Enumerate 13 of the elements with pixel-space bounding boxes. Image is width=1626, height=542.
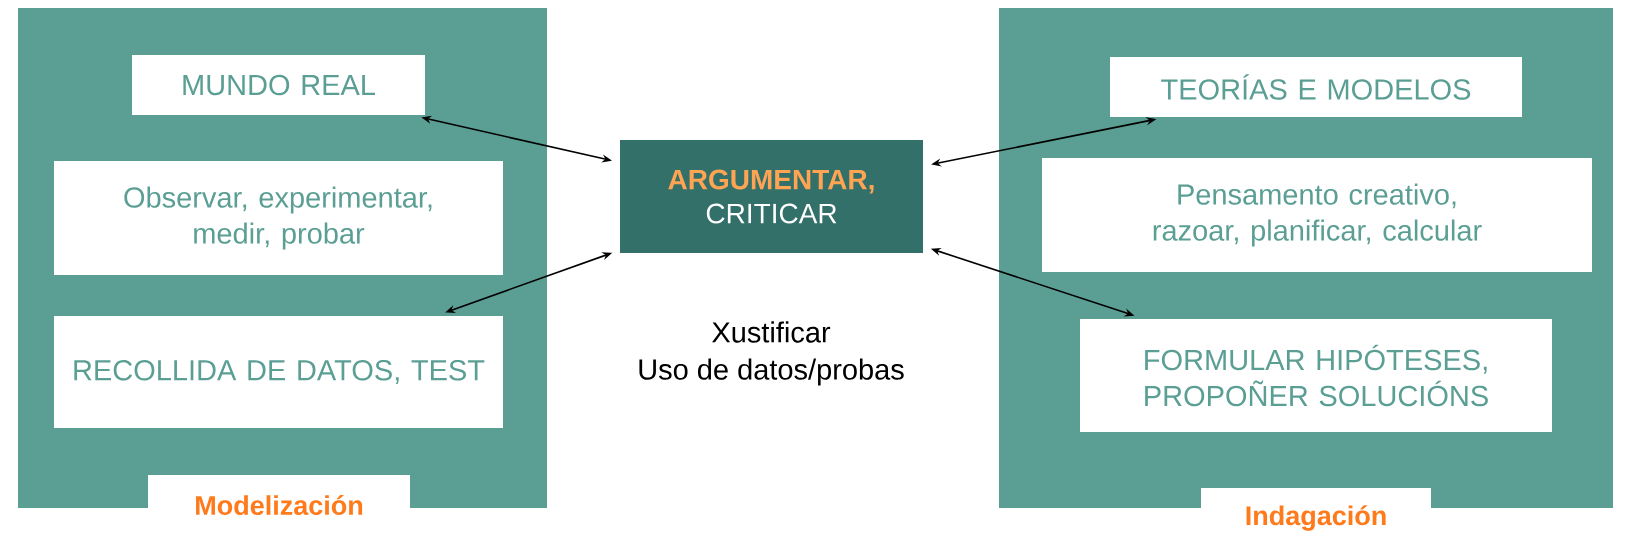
center-box: ARGUMENTAR, CRITICAR xyxy=(620,140,923,253)
text-box: Observar, experimentar, medir, probar xyxy=(54,161,503,275)
text-box: Pensamento creativo, razoar, planificar, calcular xyxy=(1042,158,1592,272)
caption-text: Uso de datos/probas xyxy=(639,358,904,386)
text-box: TEORÍAS E MODELOS xyxy=(1110,57,1522,117)
caption-text: Xustificar xyxy=(712,321,831,343)
text-box: MUNDO REAL xyxy=(132,55,425,115)
node-label: Modelización xyxy=(196,494,363,516)
text-box: FORMULAR HIPÓTESES, PROPOÑER SOLUCIÓNS xyxy=(1080,319,1552,432)
node-label: Indagación xyxy=(1246,505,1386,531)
title-tab: Modelización xyxy=(148,475,410,535)
text-box: RECOLLIDA DE DATOS, TEST xyxy=(54,316,503,428)
title-tab: Indagación xyxy=(1201,488,1431,542)
